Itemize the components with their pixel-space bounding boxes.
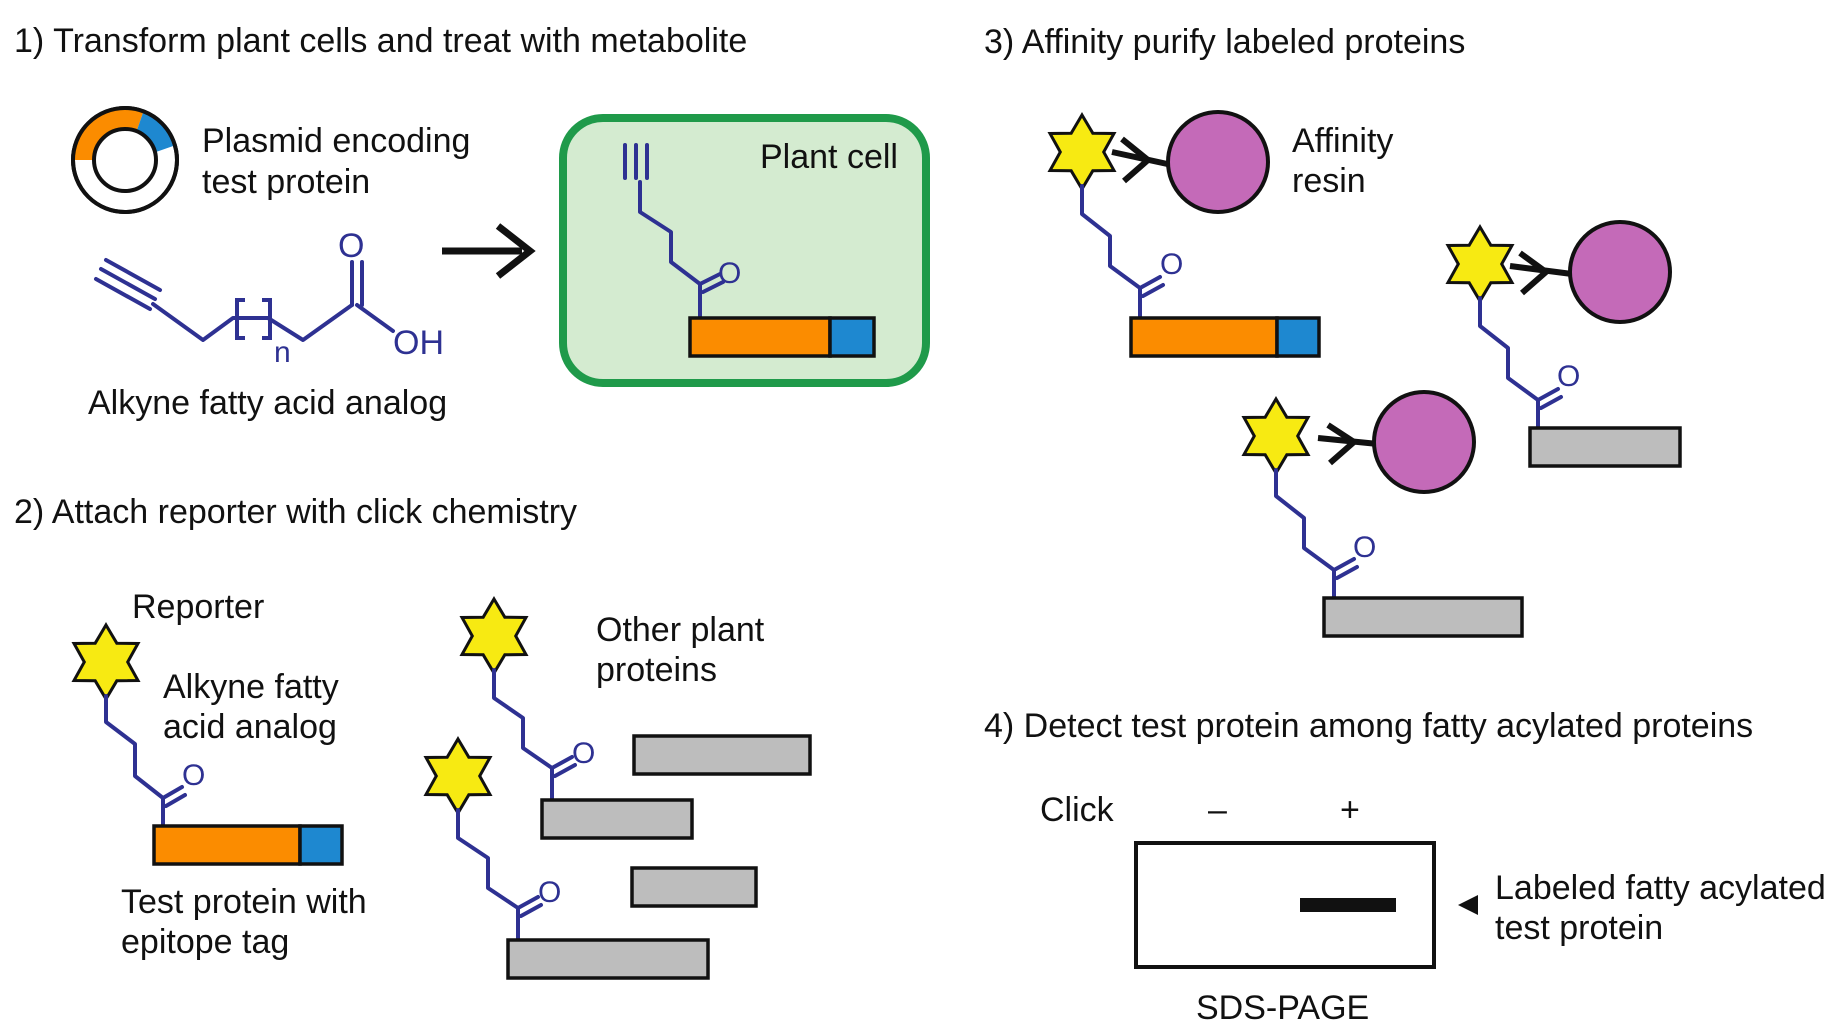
step1-title: 1) Transform plant cells and treat with …	[14, 22, 747, 60]
affinity-resin-label-line1: Affinity	[1292, 122, 1393, 160]
affinity-star-icon-2	[1446, 225, 1514, 303]
gray-protein-1	[632, 734, 812, 776]
step2-test-protein	[152, 824, 344, 866]
test-protein-label-line2: epitope tag	[121, 923, 289, 961]
affinity-complex-test-protein	[1048, 110, 1321, 358]
cell-alkyne-chain	[623, 143, 725, 320]
step2-test-carbonyl-o: O	[182, 759, 205, 792]
alkyne-analog-label-line1: Alkyne fatty	[163, 668, 339, 706]
reporter-label: Reporter	[132, 588, 264, 626]
affinity-star-icon-1	[1048, 113, 1116, 191]
affinity-carbonyl-o-2: O	[1557, 360, 1580, 393]
other-protein-chain-1	[492, 668, 577, 802]
step4-title: 4) Detect test protein among fatty acyla…	[984, 707, 1753, 745]
hydroxyl-label: OH	[393, 324, 444, 362]
alkyne-analog-label-line2: acid analog	[163, 708, 337, 746]
arrow-icon	[442, 223, 536, 279]
step2-title: 2) Attach reporter with click chemistry	[14, 493, 577, 531]
other-protein-carbonyl-o-2: O	[538, 876, 561, 909]
step3-title: 3) Affinity purify labeled proteins	[984, 23, 1465, 61]
plasmid-label-line2: test protein	[202, 163, 370, 201]
band-label-line1: Labeled fatty acylated	[1495, 869, 1826, 907]
click-label: Click	[1040, 791, 1115, 829]
gray-protein-3	[630, 866, 758, 908]
step2-test-chain	[104, 694, 187, 828]
other-proteins-label-line2: proteins	[596, 651, 717, 689]
affinity-resin-bead-2	[1568, 220, 1672, 324]
alkyne-fatty-acid-structure	[94, 258, 395, 342]
affinity-carbonyl-o-3: O	[1353, 531, 1376, 564]
affinity-resin-bead-3	[1372, 390, 1476, 494]
affinity-resin-label-line2: resin	[1292, 162, 1366, 200]
reporter-star-icon	[72, 623, 140, 701]
band-label-line2: test protein	[1495, 909, 1663, 947]
lane-plus-label: +	[1340, 791, 1360, 829]
other-protein-chain-2	[456, 808, 543, 942]
affinity-carbonyl-o-1: O	[1160, 248, 1183, 281]
cell-carbonyl-o: O	[718, 257, 741, 290]
cell-test-protein	[688, 316, 876, 358]
gel-label: SDS-PAGE	[1196, 989, 1369, 1027]
gel-band	[1300, 898, 1396, 912]
other-protein-star-icon-2	[424, 737, 492, 815]
other-protein-star-icon	[460, 597, 528, 675]
gray-protein-4	[506, 938, 710, 980]
affinity-complex-gray-1	[1446, 220, 1682, 468]
fatty-acid-label: Alkyne fatty acid analog	[88, 384, 447, 422]
affinity-star-icon-3	[1242, 397, 1310, 475]
plasmid-icon	[71, 106, 179, 214]
test-protein-label-line1: Test protein with	[121, 883, 367, 921]
plant-cell-label: Plant cell	[760, 138, 898, 176]
repeat-n-label: n	[274, 336, 291, 369]
affinity-resin-bead-1	[1166, 110, 1270, 214]
gray-protein-2	[540, 798, 694, 840]
plasmid-label-line1: Plasmid encoding	[202, 122, 470, 160]
other-proteins-label-line1: Other plant	[596, 611, 765, 649]
carbonyl-o-label: O	[338, 227, 364, 265]
affinity-complex-gray-2	[1242, 390, 1524, 638]
other-protein-carbonyl-o-1: O	[572, 737, 595, 770]
lane-minus-label: –	[1208, 791, 1227, 829]
band-pointer-icon	[1458, 895, 1478, 915]
